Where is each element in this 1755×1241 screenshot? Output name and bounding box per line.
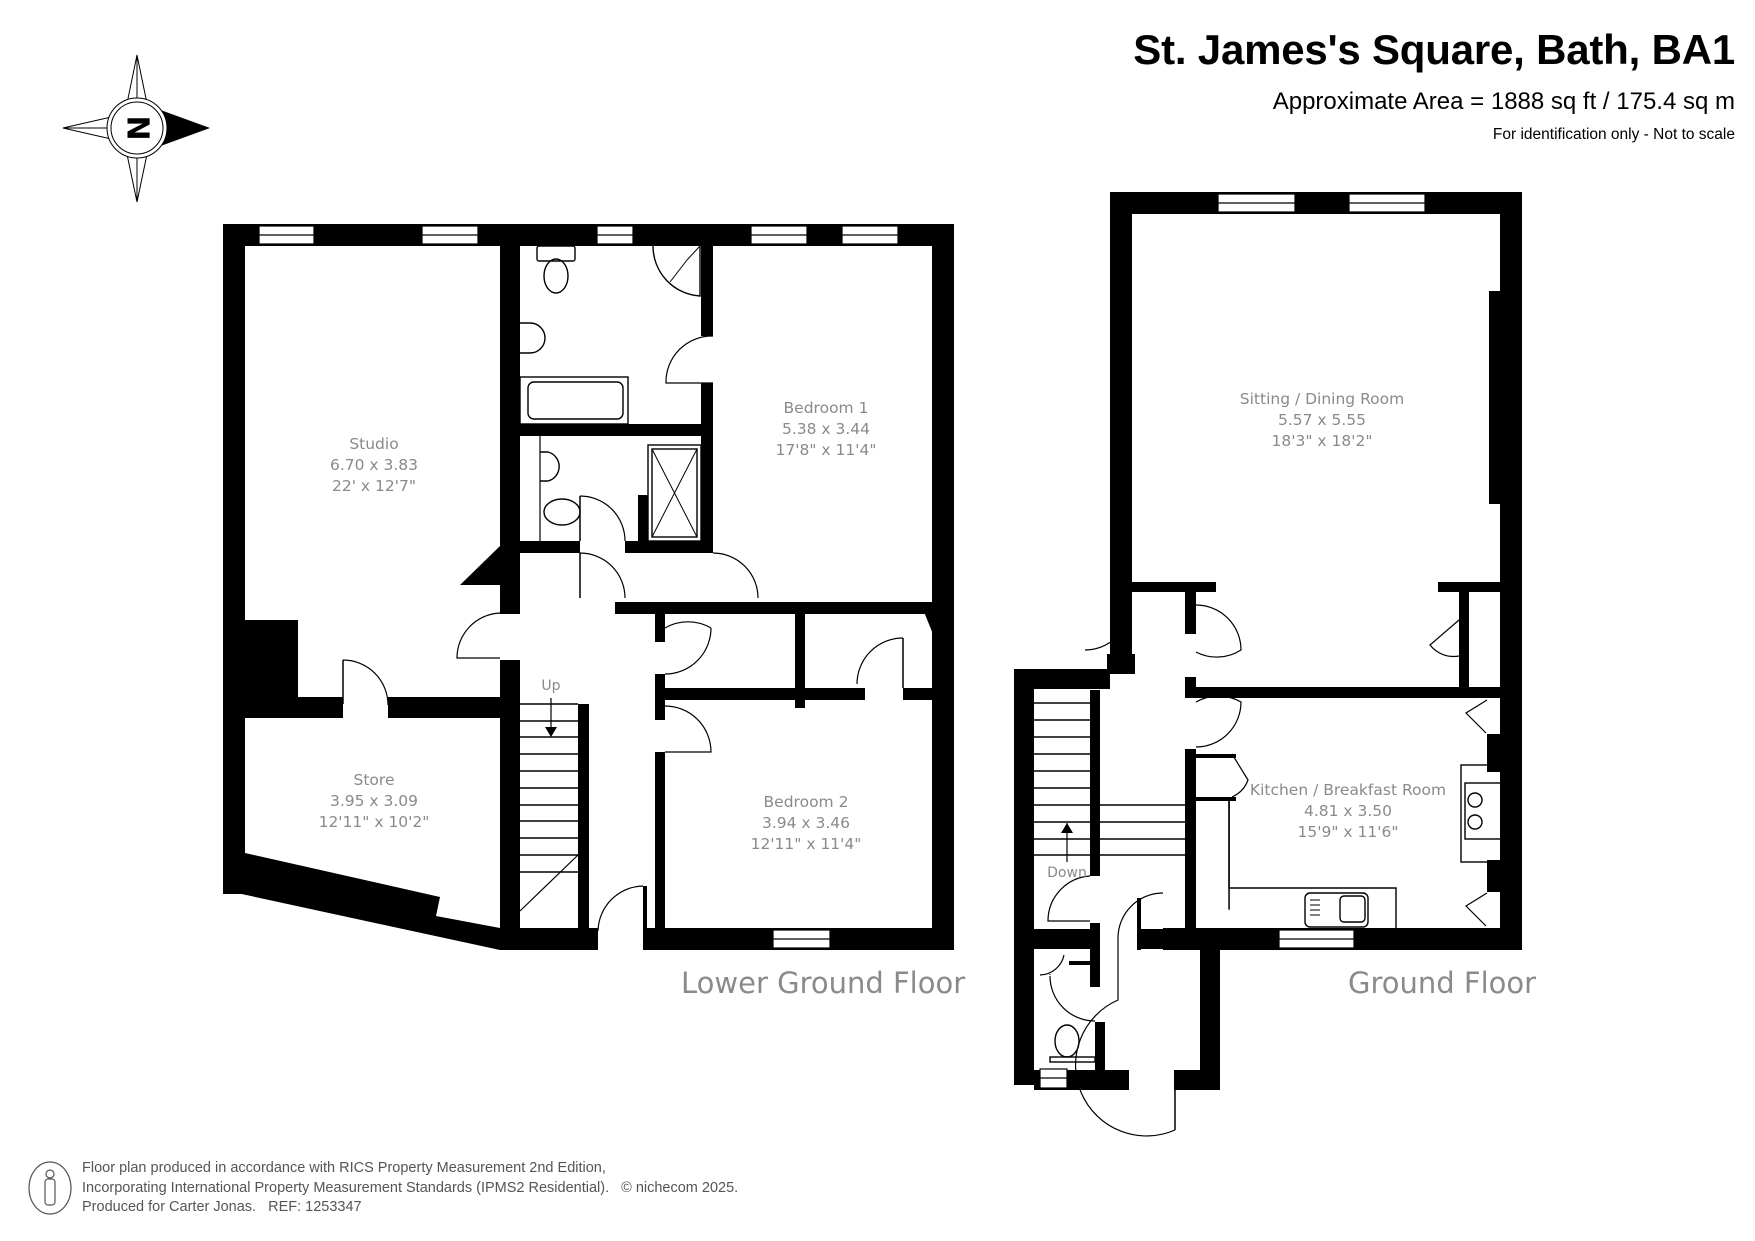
disclaimer: For identification only - Not to scale	[1492, 126, 1735, 143]
room-metric: 6.70 x 3.83	[330, 456, 418, 474]
footer: Floor plan produced in accordance with R…	[82, 1159, 738, 1218]
room-imperial: 22' x 12'7"	[332, 477, 416, 495]
room-name: Kitchen / Breakfast Room	[1250, 781, 1446, 799]
stairs-down: Down	[1034, 702, 1185, 881]
property-title: St. James's Square, Bath, BA1	[1133, 26, 1735, 73]
room-imperial: 12'11" x 10'2"	[319, 813, 430, 831]
ground-floor-plan: Down Sitting / Dining Room 5.57 x 5.55 1…	[1014, 192, 1536, 1137]
room-name: Bedroom 2	[764, 793, 849, 811]
stairs-up-label: Up	[541, 678, 560, 694]
room-name: Studio	[349, 435, 398, 453]
room-sitting-dining: Sitting / Dining Room 5.57 x 5.55 18'3" …	[1240, 390, 1404, 450]
footer-brand: © nichecom 2025.	[621, 1179, 739, 1196]
compass-north-icon: N	[62, 54, 210, 203]
floor-label-ground: Ground Floor	[1348, 966, 1536, 1000]
footer-ref: REF: 1253347	[268, 1199, 362, 1215]
room-metric: 4.81 x 3.50	[1304, 802, 1392, 820]
person-scale-icon	[28, 1161, 72, 1215]
room-kitchen-breakfast: Kitchen / Breakfast Room 4.81 x 3.50 15'…	[1250, 781, 1446, 841]
room-imperial: 17'8" x 11'4"	[776, 441, 877, 459]
room-name: Bedroom 1	[784, 399, 869, 417]
footer-line-1: Floor plan produced in accordance with R…	[82, 1160, 606, 1176]
lower-ground-floor-plan: Up Studio 6.70 x 3.83 22' x 12'7" Bedroo…	[223, 224, 965, 1000]
room-name: Store	[354, 771, 395, 789]
room-metric: 5.57 x 5.55	[1278, 411, 1366, 429]
room-store: Store 3.95 x 3.09 12'11" x 10'2"	[319, 771, 430, 831]
approximate-area: Approximate Area = 1888 sq ft / 175.4 sq…	[1272, 88, 1735, 115]
floor-label-lower-ground: Lower Ground Floor	[681, 966, 965, 1000]
room-imperial: 12'11" x 11'4"	[751, 835, 862, 853]
room-studio: Studio 6.70 x 3.83 22' x 12'7"	[330, 435, 418, 495]
room-imperial: 18'3" x 18'2"	[1272, 432, 1373, 450]
footer-line-3: Produced for Carter Jonas.	[82, 1199, 257, 1215]
header: St. James's Square, Bath, BA1 Approximat…	[1133, 24, 1735, 146]
room-metric: 3.95 x 3.09	[330, 792, 418, 810]
room-imperial: 15'9" x 11'6"	[1298, 823, 1399, 841]
room-bedroom-2: Bedroom 2 3.94 x 3.46 12'11" x 11'4"	[751, 793, 862, 853]
compass-letter: N	[120, 115, 155, 140]
room-metric: 5.38 x 3.44	[782, 420, 870, 438]
stairs-up: Up	[519, 678, 579, 912]
room-bedroom-1: Bedroom 1 5.38 x 3.44 17'8" x 11'4"	[776, 399, 877, 459]
stairs-down-label: Down	[1047, 865, 1087, 881]
room-name: Sitting / Dining Room	[1240, 390, 1404, 408]
footer-line-2: Incorporating International Property Mea…	[82, 1179, 610, 1196]
room-metric: 3.94 x 3.46	[762, 814, 850, 832]
